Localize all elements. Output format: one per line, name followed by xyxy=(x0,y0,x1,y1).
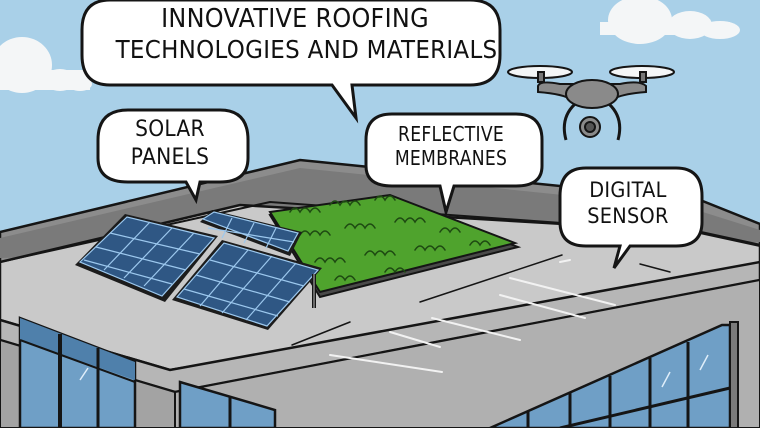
sensor-line-1: DIGITAL xyxy=(589,178,667,202)
cloud-right-icon xyxy=(600,0,740,44)
digital-sensor-label: DIGITAL SENSOR xyxy=(567,177,688,230)
title-bubble-text: INNOVATIVE ROOFING TECHNOLOGIES AND MATE… xyxy=(115,4,498,64)
title-line-1: INNOVATIVE ROOFING xyxy=(161,4,429,34)
drone-icon xyxy=(507,65,675,141)
windows-right xyxy=(489,321,739,428)
bubble-reflective xyxy=(364,112,544,218)
windows-left xyxy=(18,316,277,428)
reflective-line-2: MEMBRANES xyxy=(394,146,508,171)
bubble-solar xyxy=(96,108,250,205)
solar-panels-label: SOLAR PANELS xyxy=(107,116,232,171)
cloud-left-icon xyxy=(0,37,92,93)
solar-line-1: SOLAR xyxy=(135,117,205,142)
bubble-sensor xyxy=(558,166,704,269)
solar-panels xyxy=(75,210,322,330)
reflective-membranes-label: REFLECTIVE MEMBRANES xyxy=(380,122,523,171)
roof-reflections xyxy=(329,259,616,373)
reflective-line-1: REFLECTIVE xyxy=(398,122,504,146)
solar-panel-right xyxy=(172,240,322,330)
solar-panel-left xyxy=(75,214,218,302)
sensor-line-2: SENSOR xyxy=(587,204,669,229)
solar-line-2: PANELS xyxy=(130,144,210,170)
solar-panel-back xyxy=(200,210,302,256)
title-line-2: TECHNOLOGIES AND MATERIALS xyxy=(115,34,498,64)
bubble-title xyxy=(80,0,502,124)
